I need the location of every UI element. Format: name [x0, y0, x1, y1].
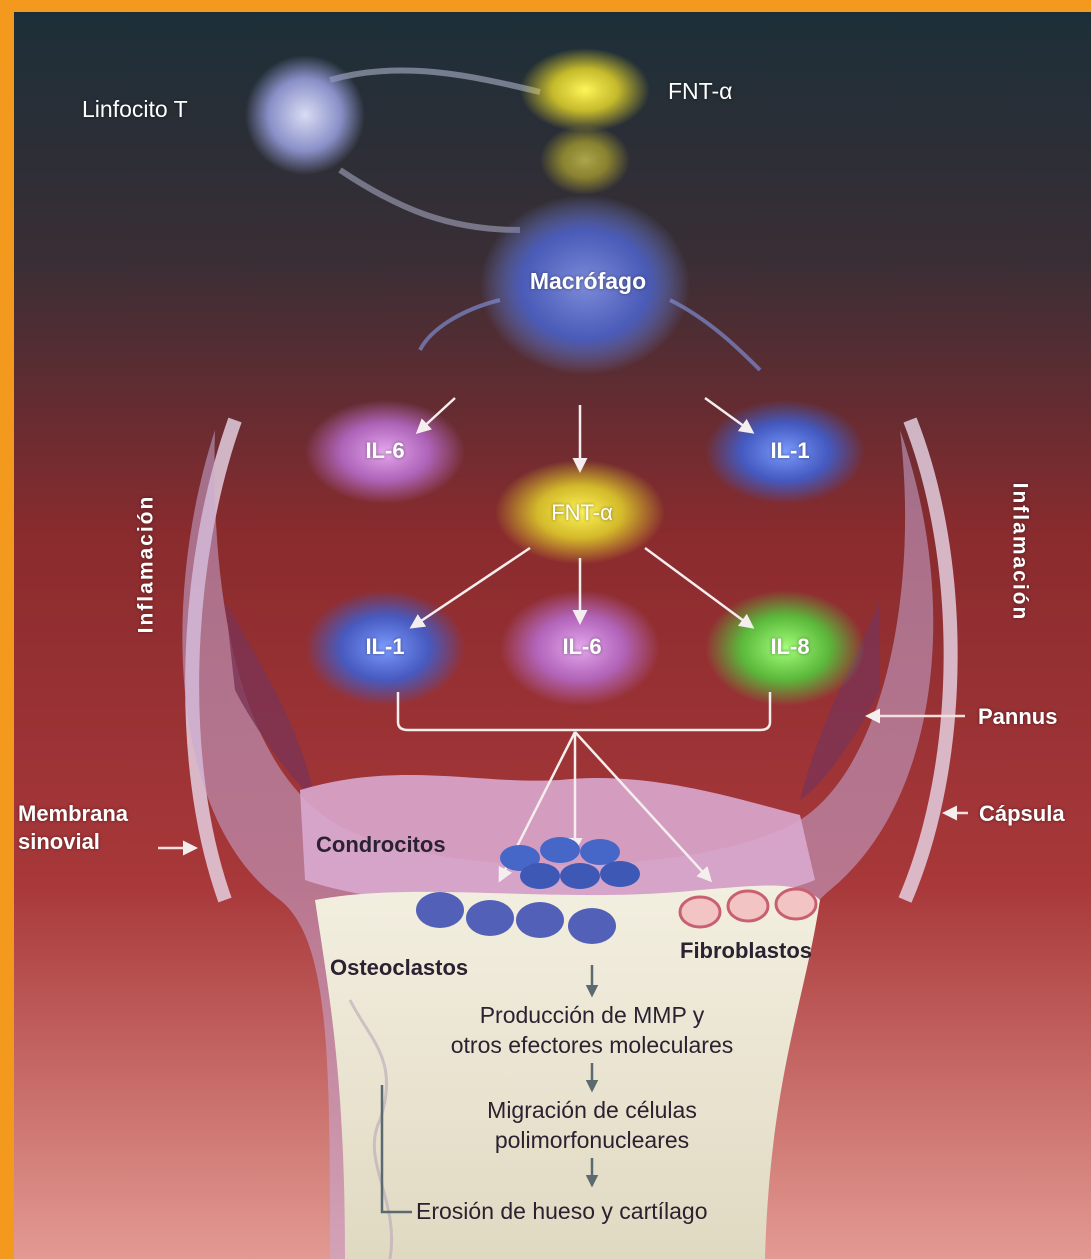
- pannus-label: Pannus: [978, 704, 1057, 729]
- cascade-step2-line1: Migración de células: [487, 1097, 697, 1123]
- membrane-label-line2: sinovial: [18, 829, 100, 854]
- inflammation-right-label: Inflamación: [1007, 483, 1031, 622]
- il8-low-label: IL-8: [770, 634, 809, 659]
- cascade-step2-line2: polimorfonucleares: [495, 1127, 689, 1153]
- tnf-top-label: FNT-α: [668, 78, 732, 104]
- cascade-step1-line1: Producción de MMP y: [480, 1002, 705, 1028]
- t-cell-label: Linfocito T: [82, 96, 188, 122]
- t-cell: [245, 55, 365, 175]
- il6-top-label: IL-6: [365, 438, 404, 463]
- cascade-step3: Erosión de hueso y cartílago: [416, 1198, 708, 1224]
- il1-top-label: IL-1: [770, 438, 809, 463]
- chondrocytes-label: Condrocitos: [316, 832, 446, 857]
- tnf-center-label: FNT-α: [551, 500, 613, 525]
- tnf-top-glow: [520, 48, 650, 132]
- inflammation-left-label: Inflamación: [134, 495, 158, 634]
- cascade-step1-line2: otros efectores moleculares: [451, 1032, 734, 1058]
- capsule-label: Cápsula: [979, 801, 1065, 826]
- osteoclasts-label: Osteoclastos: [330, 955, 468, 980]
- fibroblasts-label: Fibroblastos: [680, 938, 812, 963]
- membrane-label-line1: Membrana: [18, 801, 128, 826]
- il1-low-label: IL-1: [365, 634, 404, 659]
- macrophage-label: Macrófago: [530, 268, 646, 294]
- il6-low-label: IL-6: [562, 634, 601, 659]
